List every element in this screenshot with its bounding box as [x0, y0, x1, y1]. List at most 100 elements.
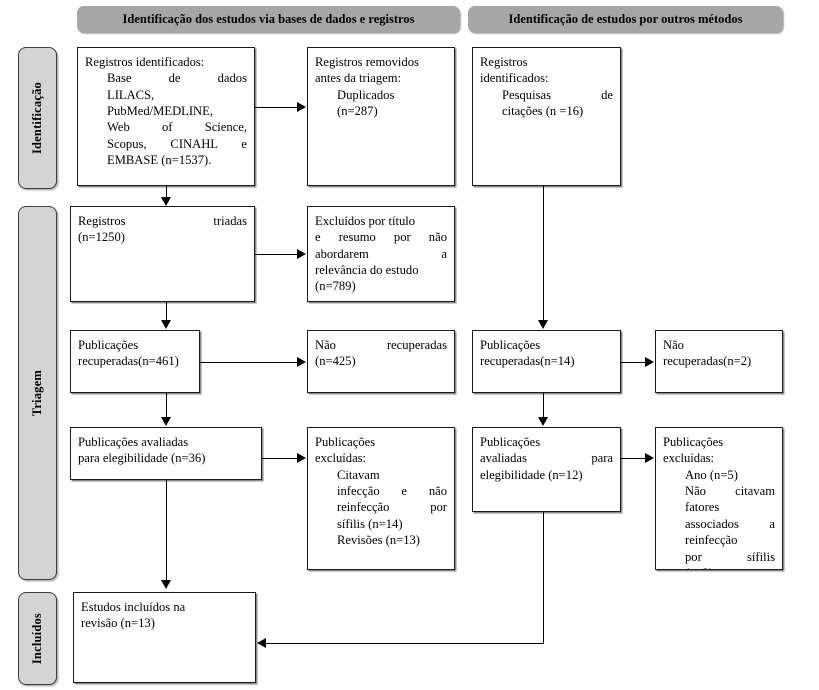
connector-screened-to-retrieved-left: [166, 302, 168, 321]
box-publications-retrieved-right: Publicações recuperadas(n=14): [472, 330, 621, 393]
box-records-identified-other: Registros identificados: Pesquisas de ci…: [472, 47, 621, 186]
side-label-incluidos-text: Incluídos: [30, 612, 44, 665]
box-line: relevância do estudo: [315, 263, 419, 278]
box-line: e resumo por não: [315, 230, 447, 245]
box-records-screened: Registros triadas (n=1250): [70, 206, 255, 302]
side-label-triagem: Triagem: [18, 206, 57, 580]
connector-assessed-to-included: [166, 480, 168, 581]
box-line: (n=789): [315, 279, 356, 294]
box-line: Estudos incluídos na: [81, 600, 186, 614]
box-publications-assessed-left: Publicações avaliadas para elegibilidade…: [70, 427, 262, 480]
box-line: (n=1250): [78, 230, 125, 245]
box-line: por sífilis: [685, 549, 775, 564]
box-line: Registros removidos: [315, 55, 419, 69]
box-line: Publicações: [315, 435, 376, 449]
connector-assessed-right-to-included-horizontal: [266, 643, 544, 645]
connector-retrieved-to-assessed-right: [543, 393, 545, 418]
box-line: abordarem a: [315, 246, 447, 261]
arrow-retrieved-to-assessed-right: [537, 417, 548, 426]
arrow-screened-to-retrieved-left: [160, 320, 171, 329]
connector-assessed-to-excluded-right: [621, 458, 646, 460]
arrow-identified-to-screened: [160, 197, 171, 206]
connector-identified-to-removed: [255, 107, 298, 109]
box-line: (n=3): [663, 565, 775, 569]
box-records-identified: Registros identificados: Base de dados L…: [77, 47, 255, 186]
box-excluded-title-abstract: Excluídos por título e resumo por não ab…: [307, 206, 455, 302]
box-line: Pesquisas de: [502, 87, 613, 102]
connector-assessed-to-excluded-left: [262, 458, 298, 460]
box-line: Duplicados: [337, 87, 395, 102]
connector-retrieved-to-assessed-left: [166, 393, 168, 418]
box-publications-excluded-left: Publicações excluídas: Citavam infecção …: [307, 427, 455, 570]
box-publications-excluded-right: Publicações excluídas: Ano (n=5) Não cit…: [655, 427, 783, 570]
box-line: Publicações: [480, 435, 541, 449]
box-line: identificados:: [480, 71, 549, 86]
box-line: recuperadas(n=14): [480, 354, 575, 369]
connector-retrieved-to-notretrieved-right: [621, 362, 646, 364]
box-not-retrieved-left: Não recuperadas (n=425): [307, 330, 455, 393]
header-db-registers-label: Identificação dos estudos via bases de d…: [122, 11, 415, 26]
box-line: citações (n =16): [502, 104, 584, 119]
side-label-triagem-text: Triagem: [30, 369, 44, 417]
box-publications-assessed-right: Publicações avaliadas para elegibilidade…: [472, 427, 621, 512]
box-line: (n=425): [315, 354, 356, 369]
connector-identified-to-screened: [166, 186, 168, 199]
box-line: reinfecção por: [337, 500, 447, 515]
box-line: Não: [663, 338, 684, 352]
box-line: recuperadas(n=461): [78, 354, 179, 369]
box-line: sífilis (n=14): [337, 516, 403, 531]
side-label-incluidos: Incluídos: [18, 592, 57, 685]
header-other-methods: Identificação de estudos por outros méto…: [468, 6, 783, 33]
box-records-removed: Registros removidos antes da triagem: Du…: [307, 47, 455, 186]
box-line: Publicações: [663, 435, 724, 449]
arrow-retrieved-to-notretrieved-left: [297, 356, 306, 367]
box-line: EMBASE (n=1537).: [107, 153, 212, 168]
box-line: antes da triagem:: [315, 71, 402, 86]
connector-other-to-retrieved-right: [543, 186, 545, 321]
arrow-assessed-to-excluded-right: [645, 452, 654, 463]
box-line: Revisões (n=13): [337, 533, 421, 548]
box-line: Ano (n=5): [685, 467, 738, 482]
box-line: Publicações avaliadas: [78, 435, 189, 449]
box-line: elegibilidade (n=12): [480, 467, 583, 482]
box-line: Excluídos por título: [315, 214, 416, 228]
arrow-identified-to-removed: [297, 101, 306, 112]
box-not-retrieved-right: Não recuperadas(n=2): [655, 330, 783, 393]
box-line: fatores: [685, 500, 720, 515]
box-line: revisão (n=13): [81, 616, 155, 631]
box-line: excluídas:: [663, 451, 715, 466]
box-line: PubMed/MEDLINE,: [107, 104, 213, 119]
header-db-registers: Identificação dos estudos via bases de d…: [77, 6, 460, 33]
box-line: Não citavam: [685, 484, 775, 499]
arrow-screened-to-excluded: [297, 248, 306, 259]
box-line: Web of Science,: [107, 120, 247, 135]
box-line: (n=287): [337, 104, 378, 119]
arrow-retrieved-to-assessed-left: [160, 417, 171, 426]
box-line: para elegibilidade (n=36): [78, 451, 206, 466]
arrow-assessed-to-excluded-left: [297, 452, 306, 463]
box-publications-retrieved-left: Publicações recuperadas(n=461): [70, 330, 200, 393]
box-line: Base de dados: [107, 71, 247, 86]
box-line: associados a: [685, 516, 775, 531]
box-line: excluídas:: [315, 451, 367, 466]
connector-screened-to-excluded: [255, 254, 298, 256]
box-line: Registros: [480, 55, 528, 69]
arrow-retrieved-to-notretrieved-right: [645, 356, 654, 367]
arrow-other-to-retrieved-right: [537, 320, 548, 329]
box-line: Não recuperadas: [315, 338, 447, 352]
connector-assessed-right-to-included-vertical: [543, 512, 545, 644]
box-line: reinfecção: [685, 533, 738, 548]
box-line: Citavam: [337, 467, 380, 482]
box-line: LILACS,: [107, 87, 155, 102]
box-line: recuperadas(n=2): [663, 354, 752, 369]
box-line: Scopus, CINAHL e: [107, 136, 247, 151]
arrow-assessed-to-included: [160, 580, 171, 589]
side-label-identificacao: Identificação: [18, 47, 57, 189]
box-studies-included: Estudos incluídos na revisão (n=13): [73, 592, 256, 683]
header-other-methods-label: Identificação de estudos por outros méto…: [508, 11, 743, 26]
side-label-identificacao-text: Identificação: [30, 81, 44, 155]
connector-retrieved-to-notretrieved-left: [200, 362, 298, 364]
box-line: Publicações: [78, 338, 139, 352]
box-line: Registros identificados:: [85, 55, 205, 69]
